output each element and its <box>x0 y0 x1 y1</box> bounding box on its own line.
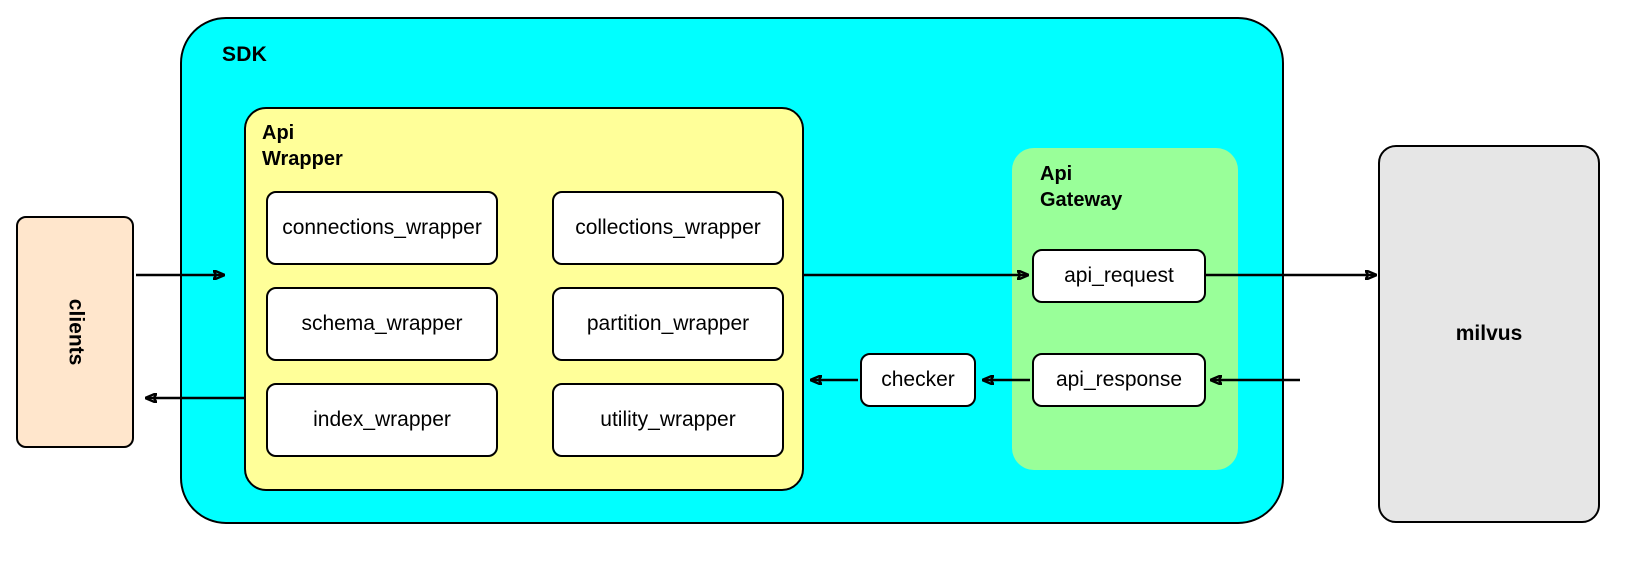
api-gateway-group: Api Gateway <box>1012 148 1238 470</box>
module-collections-wrapper[interactable]: collections_wrapper <box>552 191 784 265</box>
module-label: collections_wrapper <box>575 215 761 239</box>
module-label: partition_wrapper <box>586 311 750 335</box>
module-partition-wrapper[interactable]: partition_wrapper <box>552 287 784 361</box>
module-connections-wrapper[interactable]: connections_wrapper <box>266 191 498 265</box>
checker-label: checker <box>881 367 955 391</box>
module-label: index_wrapper <box>313 407 451 431</box>
milvus-node[interactable]: milvus <box>1378 145 1600 523</box>
clients-label: clients <box>64 298 88 366</box>
module-schema-wrapper[interactable]: schema_wrapper <box>266 287 498 361</box>
module-label: api_response <box>1055 367 1183 391</box>
module-index-wrapper[interactable]: index_wrapper <box>266 383 498 457</box>
api-gateway-title: Api Gateway <box>1040 163 1123 211</box>
sdk-title: SDK <box>222 43 267 66</box>
clients-node[interactable]: clients <box>16 216 134 448</box>
module-utility-wrapper[interactable]: utility_wrapper <box>552 383 784 457</box>
module-api-response[interactable]: api_response <box>1032 353 1206 407</box>
module-label: api_request <box>1064 263 1174 287</box>
module-label: schema_wrapper <box>301 311 463 335</box>
milvus-label: milvus <box>1455 321 1523 345</box>
api-wrapper-title: Api Wrapper <box>262 122 343 170</box>
module-label: utility_wrapper <box>600 407 736 431</box>
checker-node[interactable]: checker <box>860 353 976 407</box>
module-api-request[interactable]: api_request <box>1032 249 1206 303</box>
module-label: connections_wrapper <box>282 215 482 239</box>
